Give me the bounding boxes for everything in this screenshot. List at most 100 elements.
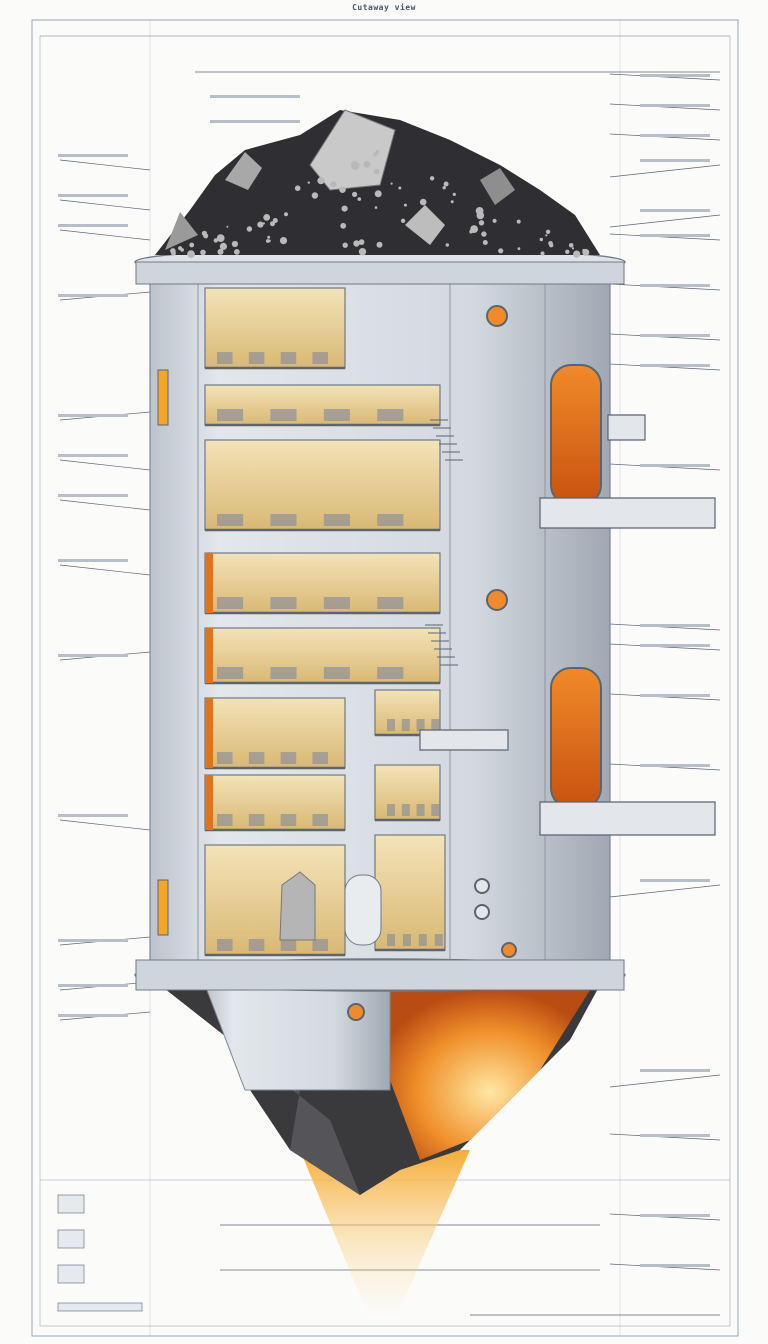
equipment — [217, 667, 244, 679]
gravel-stone — [262, 222, 265, 225]
gravel-stone — [363, 161, 371, 168]
gravel-stone — [330, 181, 337, 188]
callout-bar — [58, 494, 128, 497]
callout-bar — [58, 559, 128, 562]
leader-line — [59, 564, 151, 576]
gravel-stone — [204, 235, 208, 239]
equipment — [377, 667, 404, 679]
callout-bar — [58, 984, 128, 987]
callout-bar — [640, 1069, 710, 1072]
gravel-stone — [419, 198, 427, 206]
equipment — [217, 409, 244, 421]
gravel-stone — [478, 220, 485, 226]
reactor-window-icon — [550, 364, 602, 506]
gravel-stone — [584, 251, 588, 255]
leader-line — [59, 499, 151, 511]
gravel-stone — [234, 249, 240, 255]
gravel-stone — [201, 251, 206, 256]
interior-room — [374, 834, 446, 951]
gravel-stone — [545, 234, 548, 237]
gravel-stone — [442, 186, 446, 190]
gravel-stone — [376, 241, 383, 248]
gravel-stone — [539, 237, 543, 242]
gravel-stone — [374, 206, 378, 209]
equipment — [401, 804, 410, 816]
equipment — [280, 752, 297, 764]
porthole-icon — [501, 942, 517, 958]
equipment — [416, 804, 425, 816]
callout-bar — [58, 1014, 128, 1017]
callout-bar — [58, 454, 128, 457]
porthole-icon — [347, 1003, 365, 1021]
gravel-stone — [342, 242, 348, 248]
leader-lines — [57, 71, 721, 1316]
equipment — [312, 752, 329, 764]
callout-bar — [640, 1134, 710, 1137]
callout-bar — [640, 624, 710, 627]
callout-bar — [640, 134, 710, 137]
gravel-stone — [498, 248, 504, 254]
gravel-stone — [470, 225, 478, 234]
equipment — [280, 352, 297, 364]
equipment — [377, 597, 404, 609]
lower-hull — [204, 984, 391, 1091]
gravel-stone — [373, 152, 378, 157]
callout-bar — [640, 694, 710, 697]
callout-bar — [640, 284, 710, 287]
gravel-stone — [481, 231, 487, 237]
legend-scale-bar — [57, 1302, 143, 1312]
gravel-stone — [573, 250, 581, 258]
callout-bar — [58, 294, 128, 297]
walkways — [419, 414, 716, 836]
storage-tank — [344, 874, 382, 946]
gravel-stone — [549, 243, 554, 248]
callout-bar — [640, 464, 710, 467]
gravel-stone — [571, 247, 575, 250]
gravel-stone — [352, 191, 358, 197]
equipment — [217, 814, 233, 826]
interior-floors — [204, 287, 463, 957]
equipment — [387, 934, 395, 946]
callout-bar — [58, 414, 128, 417]
equipment — [312, 814, 329, 826]
callout-bar — [58, 224, 128, 227]
gravel-stone — [358, 248, 367, 256]
gravel-stone — [545, 229, 551, 234]
rock-sample — [279, 871, 316, 941]
leader-line — [59, 819, 151, 831]
callout-bar — [210, 120, 300, 123]
gravel-stone — [373, 168, 380, 175]
gravel-stone — [279, 237, 288, 245]
gravel-stone — [374, 190, 382, 198]
reactor-windows — [550, 364, 602, 809]
gravel-stone — [443, 181, 449, 187]
gravel-stone — [226, 225, 229, 228]
gravel-stone — [341, 205, 348, 212]
porthole-icon — [486, 305, 508, 327]
gravel-stone — [213, 238, 218, 243]
interior-room — [204, 844, 346, 956]
callout-bar — [640, 1214, 710, 1217]
gravel-stone — [187, 250, 195, 258]
equipment — [217, 514, 244, 526]
porthole-icon — [486, 589, 508, 611]
gravel-stone — [445, 243, 449, 247]
equipment — [323, 597, 350, 609]
mountain-rock-icon — [155, 109, 600, 255]
gravel-stone — [257, 221, 264, 228]
reactor-window-icon — [550, 667, 602, 809]
gravel-stone — [450, 200, 454, 204]
gravel-stone — [390, 182, 393, 185]
callout-bar — [58, 154, 128, 157]
gravel-stone — [540, 251, 545, 256]
callout-bar — [640, 234, 710, 237]
accent-wall — [205, 698, 213, 768]
gravel-stone — [353, 240, 360, 247]
gravel-stone — [219, 242, 227, 250]
equipment — [270, 514, 297, 526]
gravel-stone — [568, 243, 574, 248]
gravel-stone — [403, 203, 407, 207]
gravel-stone — [476, 211, 485, 220]
equipment — [217, 352, 233, 364]
